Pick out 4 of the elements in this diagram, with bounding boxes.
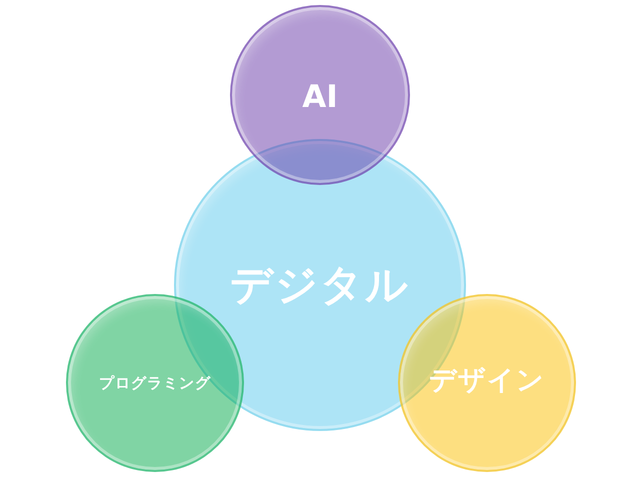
circle-label: デジタル	[230, 262, 410, 308]
circle-label: プログラミング	[99, 374, 211, 392]
circle-label: AI	[302, 80, 338, 114]
circle-label: デザイン	[429, 366, 545, 396]
